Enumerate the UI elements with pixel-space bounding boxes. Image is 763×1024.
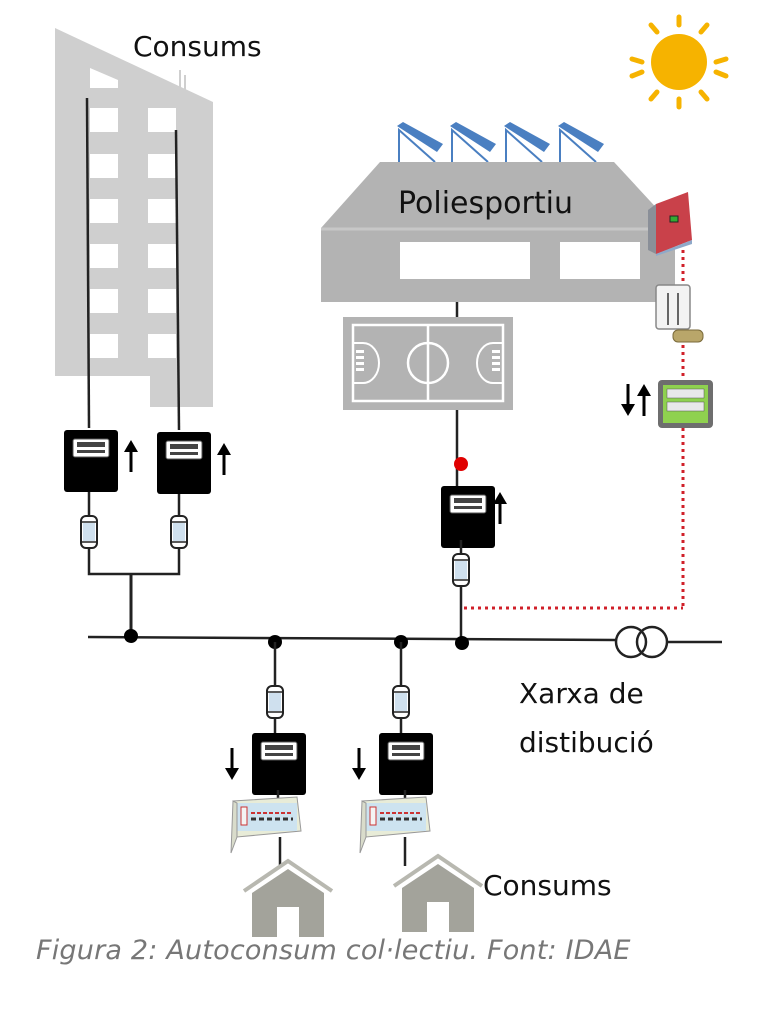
label-grid-line1: Xarxa de [519,677,644,710]
fuse-icon [266,685,284,719]
football-field [343,317,513,410]
label-house-consumers: Consums [483,869,612,902]
arrow-up-icon [122,438,140,474]
sports-center-meter [440,485,509,640]
building-shape [55,28,213,407]
building-meter-2 [156,431,233,549]
label-grid-line2: distibució [519,726,654,759]
label-building-consumers: Consums [133,30,262,63]
junction-icon [124,629,138,643]
house-branch-2 [350,642,484,934]
sports-center-window [400,242,530,279]
building-windows [90,108,176,358]
transformer-icon [614,625,669,659]
house-branch-1 [223,642,334,939]
inverter-icon [648,192,692,256]
house-icon [392,854,484,934]
solar-panels [397,122,604,163]
electrical-panel-icon [229,795,303,855]
junction-icon [455,636,469,650]
arrow-up-icon [215,441,233,477]
solar-panel [450,122,496,163]
solar-panel [558,122,604,163]
fuse-icon [80,515,98,549]
fuse-icon [170,515,188,549]
fuse-icon [452,553,470,587]
building-riser-right [174,129,181,431]
bidirectional-arrow-icon [619,382,653,418]
arrow-down-icon [223,746,241,782]
apartment-building [55,28,213,431]
sports-center-window [560,242,640,279]
sun-icon [629,14,729,110]
figure-caption: Figura 2: Autoconsum col·lectiu. Font: I… [36,935,631,966]
connection-point-icon [454,457,468,471]
house-icon [242,859,334,939]
solar-panel [397,122,443,163]
generation-line [464,250,685,610]
fuse-icon [392,685,410,719]
solar-panel [504,122,550,163]
arrow-up-icon [491,490,509,526]
label-sports-center: Poliesportiu [398,186,573,221]
distribution-bus [87,629,722,650]
building-meter-1 [63,429,140,549]
building-riser-left [85,97,91,429]
sports-center-building [321,162,675,302]
electrical-panel-icon [358,795,432,855]
disconnect-switch-icon [655,284,704,343]
arrow-down-icon [350,746,368,782]
bidirectional-meter [619,380,713,428]
